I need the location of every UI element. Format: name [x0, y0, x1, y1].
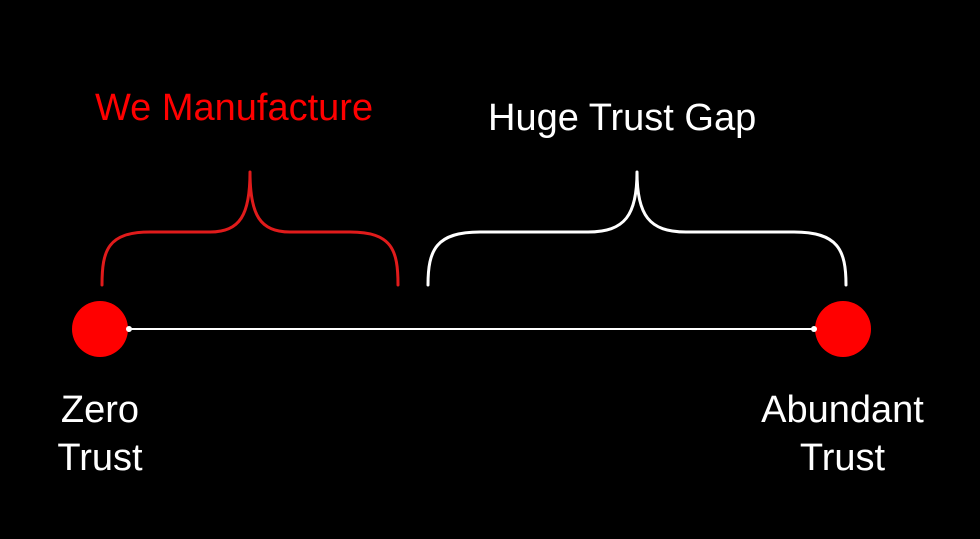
right-curly-brace [426, 170, 848, 287]
left-curly-brace [100, 170, 400, 287]
zero-trust-line2: Trust [57, 437, 143, 479]
left-line-cap [126, 326, 132, 332]
zero-trust-label: Zero Trust [30, 386, 170, 482]
abundant-trust-line1: Abundant [761, 389, 924, 431]
right-line-cap [811, 326, 817, 332]
left-endpoint-dot [72, 301, 128, 357]
huge-trust-gap-label: Huge Trust Gap [488, 97, 757, 139]
zero-trust-line1: Zero [60, 389, 140, 431]
right-endpoint-dot [815, 301, 871, 357]
we-manufacture-label: We Manufacture [95, 87, 374, 129]
abundant-trust-label: Abundant Trust [740, 386, 945, 482]
abundant-trust-line2: Trust [799, 437, 886, 479]
